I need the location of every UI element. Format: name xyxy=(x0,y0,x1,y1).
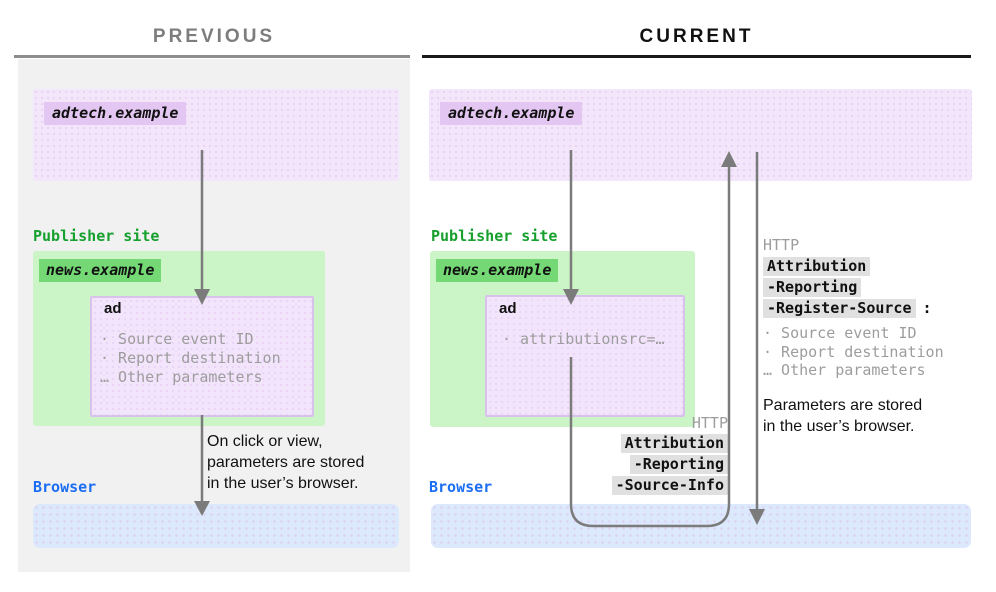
request-http-protocol: HTTP xyxy=(691,414,728,432)
header-highlight: -Reporting xyxy=(629,455,728,474)
current-column-title: CURRENT xyxy=(639,26,754,47)
browser-label-previous: Browser xyxy=(33,478,97,496)
previous-divider-rule xyxy=(14,55,410,58)
response-header-block: HTTP Attribution -Reporting -Register-So… xyxy=(763,236,944,437)
header-highlight: -Source-Info xyxy=(611,476,728,495)
request-header-line: -Source-Info xyxy=(611,476,728,497)
response-header-parameters: · Source event ID · Report destination …… xyxy=(763,324,944,379)
browser-label-current: Browser xyxy=(429,478,493,496)
adtech-domain-label-current: adtech.example xyxy=(440,102,583,125)
storage-note-previous: On click or view, parameters are stored … xyxy=(207,433,365,492)
ad-parameters-previous: · Source event ID · Report destination …… xyxy=(100,330,281,386)
ad-title-current: ad xyxy=(499,300,517,317)
request-header-block: HTTP Attribution -Reporting -Source-Info xyxy=(611,414,728,497)
ad-attributionsrc-current: · attributionsrc=… xyxy=(502,330,665,348)
header-highlight: -Reporting xyxy=(763,278,862,297)
request-header-line: -Reporting xyxy=(612,455,728,476)
header-colon: : xyxy=(922,299,932,317)
ad-box-previous xyxy=(90,296,314,417)
browser-box-current xyxy=(431,504,971,548)
current-divider-rule xyxy=(422,55,971,58)
previous-column-title: PREVIOUS xyxy=(152,26,276,47)
news-domain-label-previous: news.example xyxy=(39,259,162,282)
browser-box-previous xyxy=(33,504,399,548)
ad-title-previous: ad xyxy=(104,300,122,317)
storage-note-current: Parameters are stored in the user’s brow… xyxy=(763,396,923,435)
request-header-line: Attribution xyxy=(612,434,728,455)
adtech-domain-label-previous: adtech.example xyxy=(44,102,187,125)
header-highlight: -Register-Source xyxy=(763,299,916,318)
response-header-line: Attribution xyxy=(763,257,944,278)
header-highlight: Attribution xyxy=(763,257,871,276)
publisher-site-label-current: Publisher site xyxy=(431,227,558,245)
response-header-line: -Register-Source: xyxy=(763,299,944,320)
response-http-protocol: HTTP xyxy=(763,236,800,254)
header-highlight: Attribution xyxy=(620,434,728,453)
news-domain-label-current: news.example xyxy=(436,259,559,282)
adtech-box-current xyxy=(429,89,972,181)
response-header-line: -Reporting xyxy=(763,278,944,299)
publisher-site-label-previous: Publisher site xyxy=(33,227,160,245)
